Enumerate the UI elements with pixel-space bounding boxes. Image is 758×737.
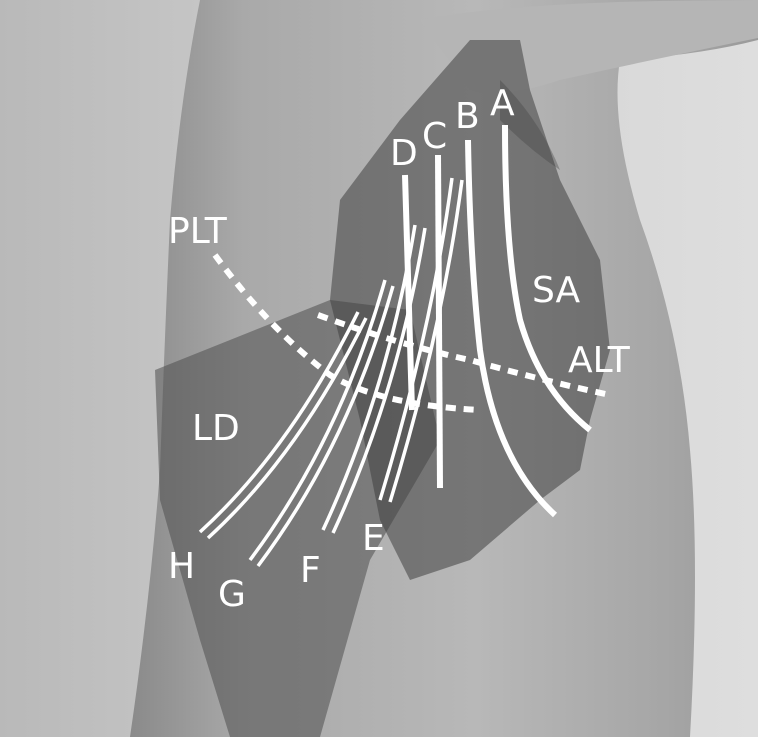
label-sa: SA	[532, 270, 581, 311]
label-e: E	[362, 518, 385, 559]
label-b: B	[455, 96, 480, 137]
label-alt: ALT	[568, 340, 631, 381]
label-f: F	[300, 550, 321, 591]
label-ld: LD	[192, 408, 240, 449]
label-g: G	[218, 574, 246, 615]
label-a: A	[490, 83, 515, 124]
label-h: H	[168, 546, 195, 587]
label-c: C	[422, 116, 447, 157]
label-d: D	[390, 133, 418, 174]
label-plt: PLT	[168, 211, 228, 252]
